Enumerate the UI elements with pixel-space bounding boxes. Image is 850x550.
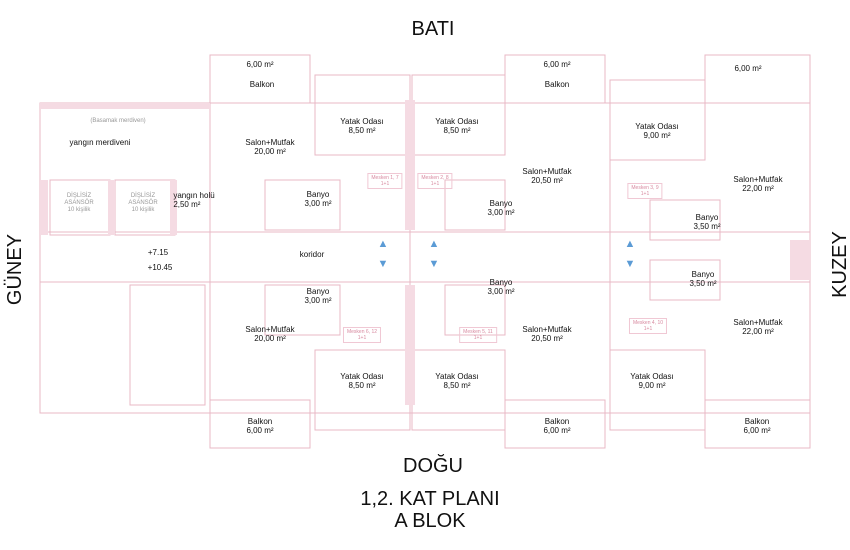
arrow-down-icon: ▼ <box>377 258 389 270</box>
room-area: 6,00 m² <box>246 60 274 69</box>
room-area: 6,00 m² <box>734 64 762 73</box>
arrow-down-icon: ▼ <box>428 258 440 270</box>
arrow-up-icon: ▲ <box>377 238 389 250</box>
room-label: Balkon <box>544 80 570 89</box>
arrow-up-icon: ▲ <box>428 238 440 250</box>
orientation-top: BATI <box>411 18 455 40</box>
orientation-right: KUZEY <box>828 231 850 298</box>
plan-title: 1,2. KAT PLANI <box>360 488 500 510</box>
stair-note: (Basamak merdiven) <box>90 118 146 124</box>
arrow-up-icon: ▲ <box>624 238 636 250</box>
corridor-label: koridor <box>299 250 325 259</box>
level-mark: +10.45 <box>147 263 173 272</box>
plan-subtitle: A BLOK <box>394 510 466 532</box>
level-mark: +7.15 <box>147 248 169 257</box>
orientation-left: GÜNEY <box>4 233 27 306</box>
room-label: Balkon <box>249 80 275 89</box>
stair-label: yangın merdiveni <box>69 138 131 147</box>
orientation-bottom: DOĞU <box>403 455 463 477</box>
arrow-down-icon: ▼ <box>624 258 636 270</box>
room-area: 6,00 m² <box>543 60 571 69</box>
